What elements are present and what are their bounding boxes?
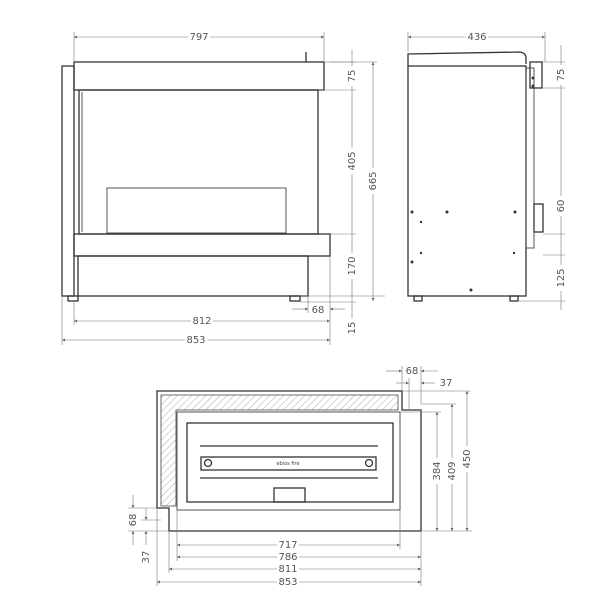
dim-409: 409 xyxy=(447,461,458,480)
dim-top-68: 68 xyxy=(406,366,419,377)
burner-bar xyxy=(200,456,377,471)
burner-knob-left xyxy=(203,458,213,468)
dim-side-75: 75 xyxy=(556,69,567,82)
dim-853-top: 853 xyxy=(278,577,297,588)
burner-box xyxy=(106,187,287,234)
inner-box xyxy=(176,411,401,511)
base-ledge xyxy=(73,233,331,257)
dim-665: 665 xyxy=(368,171,379,190)
burner-knob-right xyxy=(364,458,374,468)
dim-side-60: 60 xyxy=(556,200,567,213)
dim-top-37: 37 xyxy=(440,378,453,389)
side-view: 436 75 60 125 xyxy=(407,31,567,310)
insulation-hatch xyxy=(160,394,399,507)
front-view: 797 812 853 68 75 405 170 15 665 xyxy=(61,31,385,346)
dim-170: 170 xyxy=(347,256,358,275)
dim-797: 797 xyxy=(189,32,208,43)
foot-left xyxy=(67,295,79,302)
dim-717: 717 xyxy=(278,540,297,551)
dim-left-68: 68 xyxy=(128,514,139,527)
dim-436: 436 xyxy=(467,32,486,43)
side-body xyxy=(407,65,527,297)
screws xyxy=(410,76,535,292)
dim-811: 811 xyxy=(278,564,297,575)
dim-15: 15 xyxy=(347,322,358,335)
dim-786: 786 xyxy=(278,552,297,563)
glass-opening xyxy=(78,89,319,235)
rear-panel xyxy=(525,67,535,249)
dim-68: 68 xyxy=(312,305,325,316)
dim-405: 405 xyxy=(347,151,358,170)
rear-connector xyxy=(533,203,544,233)
dim-450: 450 xyxy=(462,449,473,468)
dim-812: 812 xyxy=(192,316,211,327)
dim-75: 75 xyxy=(347,70,358,83)
control-box xyxy=(273,487,306,503)
top-lid xyxy=(407,51,527,66)
rear-flap xyxy=(529,61,543,89)
lower-box xyxy=(77,255,309,297)
dim-384: 384 xyxy=(432,461,443,480)
foot-right xyxy=(289,295,301,302)
burner-logo: ebios fire xyxy=(276,461,299,467)
top-view: ebios fire 717 786 811 853 384 409 450 6… xyxy=(128,366,473,588)
side-panel xyxy=(61,65,75,297)
foot-front xyxy=(413,295,423,302)
dim-left-37: 37 xyxy=(141,551,152,564)
foot-rear xyxy=(509,295,519,302)
dim-853: 853 xyxy=(186,335,205,346)
dim-side-125: 125 xyxy=(556,268,567,287)
top-band xyxy=(73,61,325,91)
